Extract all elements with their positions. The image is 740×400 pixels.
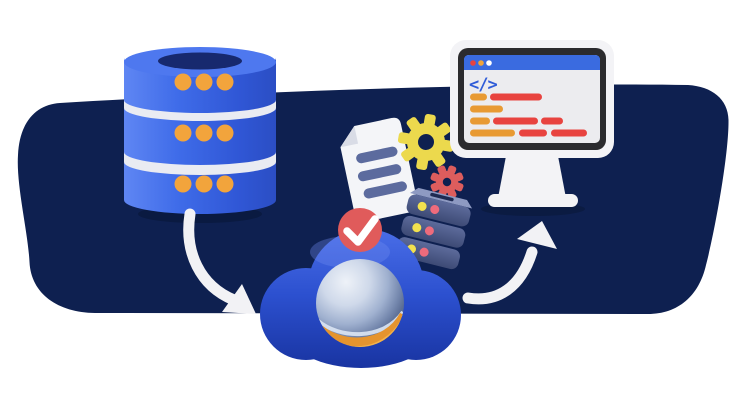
gear-icon — [397, 113, 455, 171]
server-dot-pink — [430, 204, 440, 214]
document-icon — [340, 117, 418, 223]
code-bars-red — [490, 93, 587, 137]
db-dot — [195, 73, 213, 91]
browser-titlebar — [464, 55, 600, 70]
server-dot-yellow — [412, 223, 422, 233]
check-icon — [343, 215, 379, 246]
monitor-stand-base — [488, 194, 578, 207]
db-dot — [174, 124, 192, 142]
db-dot — [216, 73, 234, 91]
document-line — [356, 146, 398, 164]
arrow-right-shaft — [462, 246, 538, 305]
db-dot — [195, 124, 213, 142]
db-dot — [174, 73, 192, 91]
database-dots — [174, 73, 234, 193]
arrow-right-head — [517, 221, 557, 249]
code-bars-orange — [470, 93, 515, 137]
titlebar-dot-yellow — [478, 60, 484, 66]
database-icon — [124, 47, 276, 214]
document-lines — [356, 146, 407, 199]
monitor-stand-neck — [498, 156, 566, 198]
curved-arrow-down-icon — [183, 208, 256, 314]
code-bar — [490, 93, 542, 101]
code-bar — [470, 93, 487, 101]
db-dot — [216, 124, 234, 142]
server-icon — [396, 187, 473, 270]
document-fold — [340, 125, 359, 148]
document-line — [357, 164, 402, 182]
document-line — [363, 181, 407, 199]
monitor-icon: </> — [450, 40, 614, 207]
server-dot-pink — [419, 247, 429, 257]
server-dot-pink — [424, 226, 434, 236]
code-bar — [541, 117, 563, 125]
db-dot — [174, 175, 192, 193]
arrow-left-shaft — [183, 208, 240, 306]
gear-hole — [442, 177, 452, 187]
code-bar — [493, 117, 538, 125]
database-top-hole — [158, 52, 242, 70]
sphere-body — [316, 259, 404, 347]
server-dot-yellow — [417, 201, 427, 211]
titlebar-dot-white — [486, 60, 492, 66]
server-dots — [406, 201, 440, 257]
gear-hole — [418, 134, 434, 150]
db-dot — [216, 175, 234, 193]
code-icon: </> — [469, 75, 497, 95]
code-bar — [470, 129, 515, 137]
db-dot — [195, 175, 213, 193]
arrow-left-head — [222, 284, 256, 314]
server-top-slot — [430, 192, 454, 202]
code-bar — [551, 129, 587, 137]
curved-arrow-up-icon — [462, 221, 557, 305]
code-bar — [470, 105, 503, 113]
titlebar-dot-red — [470, 60, 476, 66]
code-bar — [470, 117, 490, 125]
code-bar — [519, 129, 547, 137]
check-badge-icon — [338, 208, 382, 252]
